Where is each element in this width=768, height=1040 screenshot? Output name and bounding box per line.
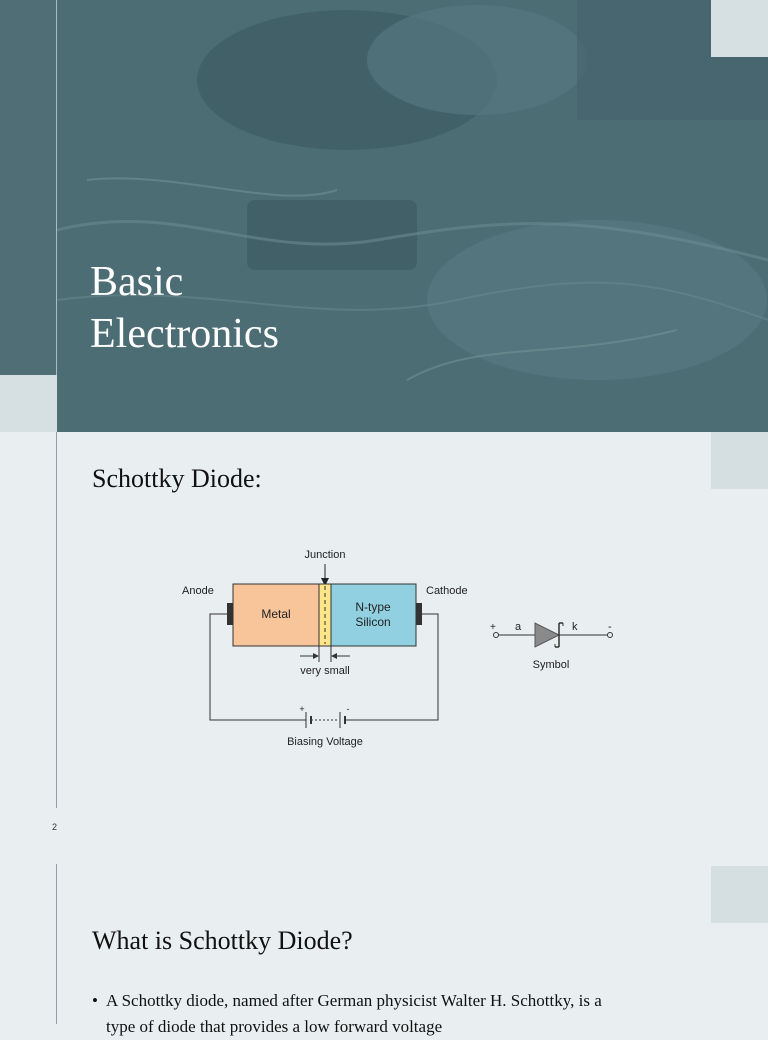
divider-line: [56, 864, 57, 1024]
symbol-minus: -: [608, 621, 612, 633]
battery-minus: -: [347, 704, 350, 714]
schottky-diode-diagram: Junction Anode Cathode Metal N-type Sili…: [182, 549, 613, 748]
metal-label: Metal: [261, 607, 290, 621]
symbol-label: Symbol: [533, 659, 570, 671]
left-strip: [0, 0, 57, 432]
title-line-1: Basic: [90, 259, 184, 305]
what-is-schottky-slide: What is Schottky Diode? A Schottky diode…: [0, 864, 768, 1036]
symbol-anode-a: a: [515, 621, 522, 633]
junction-label: Junction: [305, 549, 346, 561]
corner-decor: [711, 866, 768, 923]
ntype-label-line2: Silicon: [355, 615, 390, 629]
divider-line: [56, 432, 57, 808]
title-slide: Basic Electronics: [0, 0, 768, 432]
battery-plus: +: [299, 704, 304, 714]
schottky-diagram-slide: Schottky Diode: 2 Junction Anode Cathode…: [0, 432, 768, 864]
cathode-label: Cathode: [426, 585, 468, 597]
lab-photo-background: [57, 0, 768, 432]
anode-contact: [227, 603, 233, 625]
title-line-2: Electronics: [90, 311, 279, 357]
slide-heading: What is Schottky Diode?: [92, 926, 353, 955]
bullet-item: A Schottky diode, named after German phy…: [92, 988, 612, 1040]
corner-decor: [711, 432, 768, 489]
metal-region: [232, 583, 320, 647]
bullet-list: A Schottky diode, named after German phy…: [92, 988, 612, 1040]
cathode-contact: [416, 603, 422, 625]
presentation-title: Basic Electronics: [90, 256, 279, 360]
slide-heading: Schottky Diode:: [92, 464, 262, 493]
page-number: 2: [52, 822, 58, 832]
symbol-cathode-k: k: [572, 621, 578, 633]
symbol-plus: +: [490, 622, 496, 633]
decor-block: [0, 375, 57, 432]
corner-decor: [711, 0, 768, 57]
schottky-symbol-icon: [493, 622, 613, 648]
ntype-label-line1: N-type: [355, 600, 391, 614]
divider-line: [56, 0, 57, 375]
very-small-label: very small: [300, 665, 350, 677]
biasing-voltage-label: Biasing Voltage: [287, 736, 363, 748]
anode-label: Anode: [182, 585, 214, 597]
